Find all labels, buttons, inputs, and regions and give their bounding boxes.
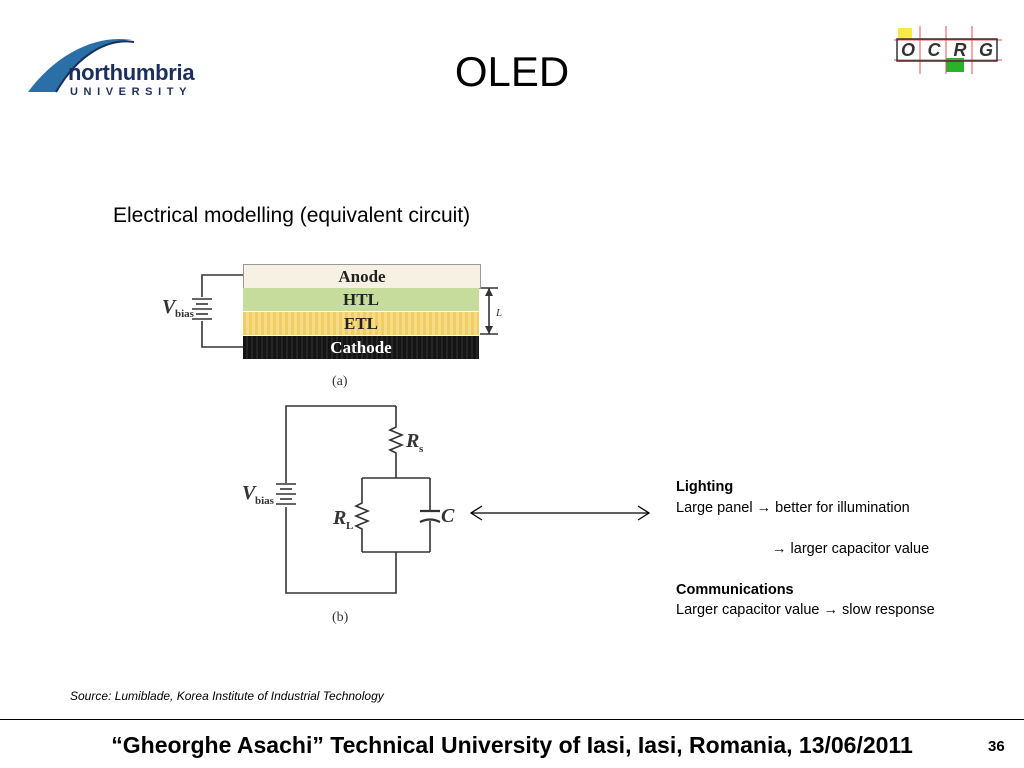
figure-b-caption: (b) — [332, 610, 349, 625]
slide-subtitle: Electrical modelling (equivalent circuit… — [113, 204, 471, 227]
rl-label: R — [332, 507, 346, 529]
thickness-label: L — [495, 307, 502, 319]
layer-htl: HTL — [243, 288, 479, 311]
slide-title: OLED — [454, 48, 570, 95]
lighting-heading: Lighting — [676, 479, 734, 495]
figure-a-caption: (a) — [332, 374, 348, 389]
lighting-line-1-start: Large panel — [676, 499, 757, 516]
rl-subscript: L — [346, 520, 353, 532]
vbias-b-subscript: bias — [255, 495, 275, 507]
double-arrow-icon — [469, 505, 651, 521]
communications-line: Larger capacitor value → slow response — [676, 600, 935, 621]
footer-divider — [0, 719, 1024, 720]
layer-anode: Anode — [243, 264, 481, 289]
ocrg-letter-o: O — [900, 40, 915, 60]
rs-subscript: s — [419, 443, 424, 455]
source-citation: Source: Lumiblade, Korea Institute of In… — [70, 689, 384, 703]
ocrg-logo: O C R G — [894, 26, 1002, 74]
ocrg-letter-r: R — [953, 40, 967, 60]
rs-label: R — [405, 430, 419, 452]
page-number: 36 — [988, 738, 1005, 755]
lighting-line-2: → larger capacitor value — [676, 539, 935, 560]
ocrg-grid-icon — [894, 26, 1002, 74]
communications-heading: Communications — [676, 581, 794, 598]
ocrg-letter-c: C — [927, 40, 941, 60]
northumbria-logo: northumbria UNIVERSITY — [26, 34, 201, 98]
lighting-line-1-end: better for illumination — [771, 499, 910, 516]
right-arrow-icon: → — [756, 499, 772, 516]
vbias-a-label: V — [162, 296, 177, 318]
university-wordmark: UNIVERSITY — [70, 86, 193, 98]
communications-line-start: Larger capacitor value — [676, 602, 824, 618]
ocrg-letter-g: G — [978, 40, 993, 60]
northumbria-swoosh-icon — [28, 38, 135, 93]
layer-cathode: Cathode — [243, 336, 479, 359]
lighting-line-1: Large panel → better for illumination — [676, 498, 935, 519]
lighting-line-2-text: larger capacitor value — [786, 540, 930, 557]
communications-line-end: slow response — [838, 602, 935, 618]
layer-etl: ETL — [243, 312, 479, 335]
thickness-arrow-up-icon — [485, 288, 493, 296]
c-label: C — [441, 505, 455, 527]
vbias-b-label: V — [242, 482, 257, 504]
northumbria-wordmark: northumbria — [68, 60, 195, 85]
right-arrow-icon: → — [772, 540, 787, 557]
notes-panel: Lighting Large panel → better for illumi… — [676, 477, 935, 621]
footer-text: “Gheorghe Asachi” Technical University o… — [111, 732, 913, 758]
right-arrow-icon: → — [823, 602, 839, 618]
vbias-a-subscript: bias — [175, 308, 195, 320]
figure-a-wiring: V bias L (a) — [162, 274, 502, 389]
equivalent-circuit-diagram: V bias R s R L C (b) — [242, 405, 455, 625]
thickness-arrow-down-icon — [485, 326, 493, 334]
